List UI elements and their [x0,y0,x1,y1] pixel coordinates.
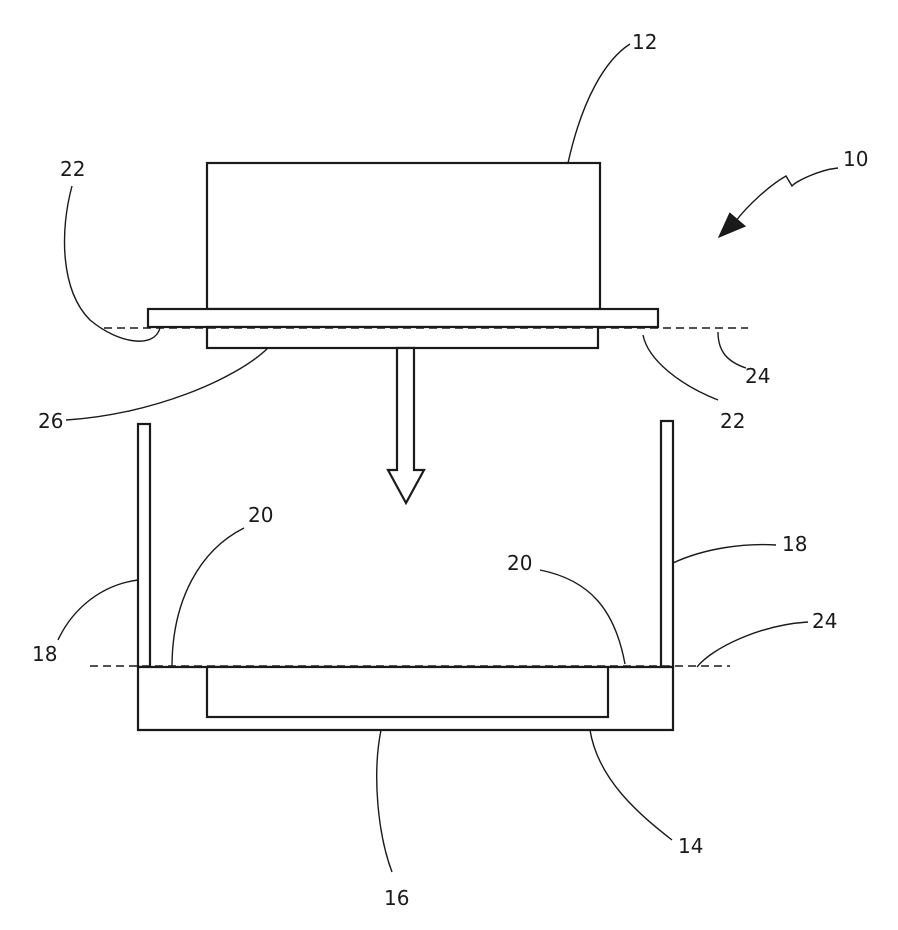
label-24-top: 24 [745,364,770,388]
label-22-left: 22 [60,157,85,181]
left-wall [138,424,150,667]
leader-14 [590,730,672,840]
leader-20-left [172,528,244,667]
leader-24-bottom [697,622,808,667]
label-12: 12 [632,30,657,54]
leader-18-right [673,545,776,563]
label-18-left: 18 [32,642,57,666]
leader-24-top [718,332,746,368]
label-20-left: 20 [248,503,273,527]
leader-20-right [540,570,625,664]
leader-16 [377,730,392,872]
label-14: 14 [678,834,703,858]
label-20-right: 20 [507,551,532,575]
leader-26 [66,348,268,420]
leader-12 [568,44,630,163]
underside-plate [207,327,598,348]
component-block [207,163,600,309]
label-26: 26 [38,409,63,433]
label-18-right: 18 [782,532,807,556]
label-24-bottom: 24 [812,609,837,633]
insertion-arrow [388,348,424,503]
leader-22-right [643,335,718,400]
label-16: 16 [384,886,409,910]
leader-18-left [58,580,138,640]
cavity [207,667,608,717]
carrier-plate [148,309,658,327]
label-10: 10 [843,147,868,171]
right-wall [661,421,673,667]
leader-10-arrowhead [720,214,744,236]
leader-22-left [65,186,160,341]
leader-10 [735,168,838,222]
label-22-right: 22 [720,409,745,433]
